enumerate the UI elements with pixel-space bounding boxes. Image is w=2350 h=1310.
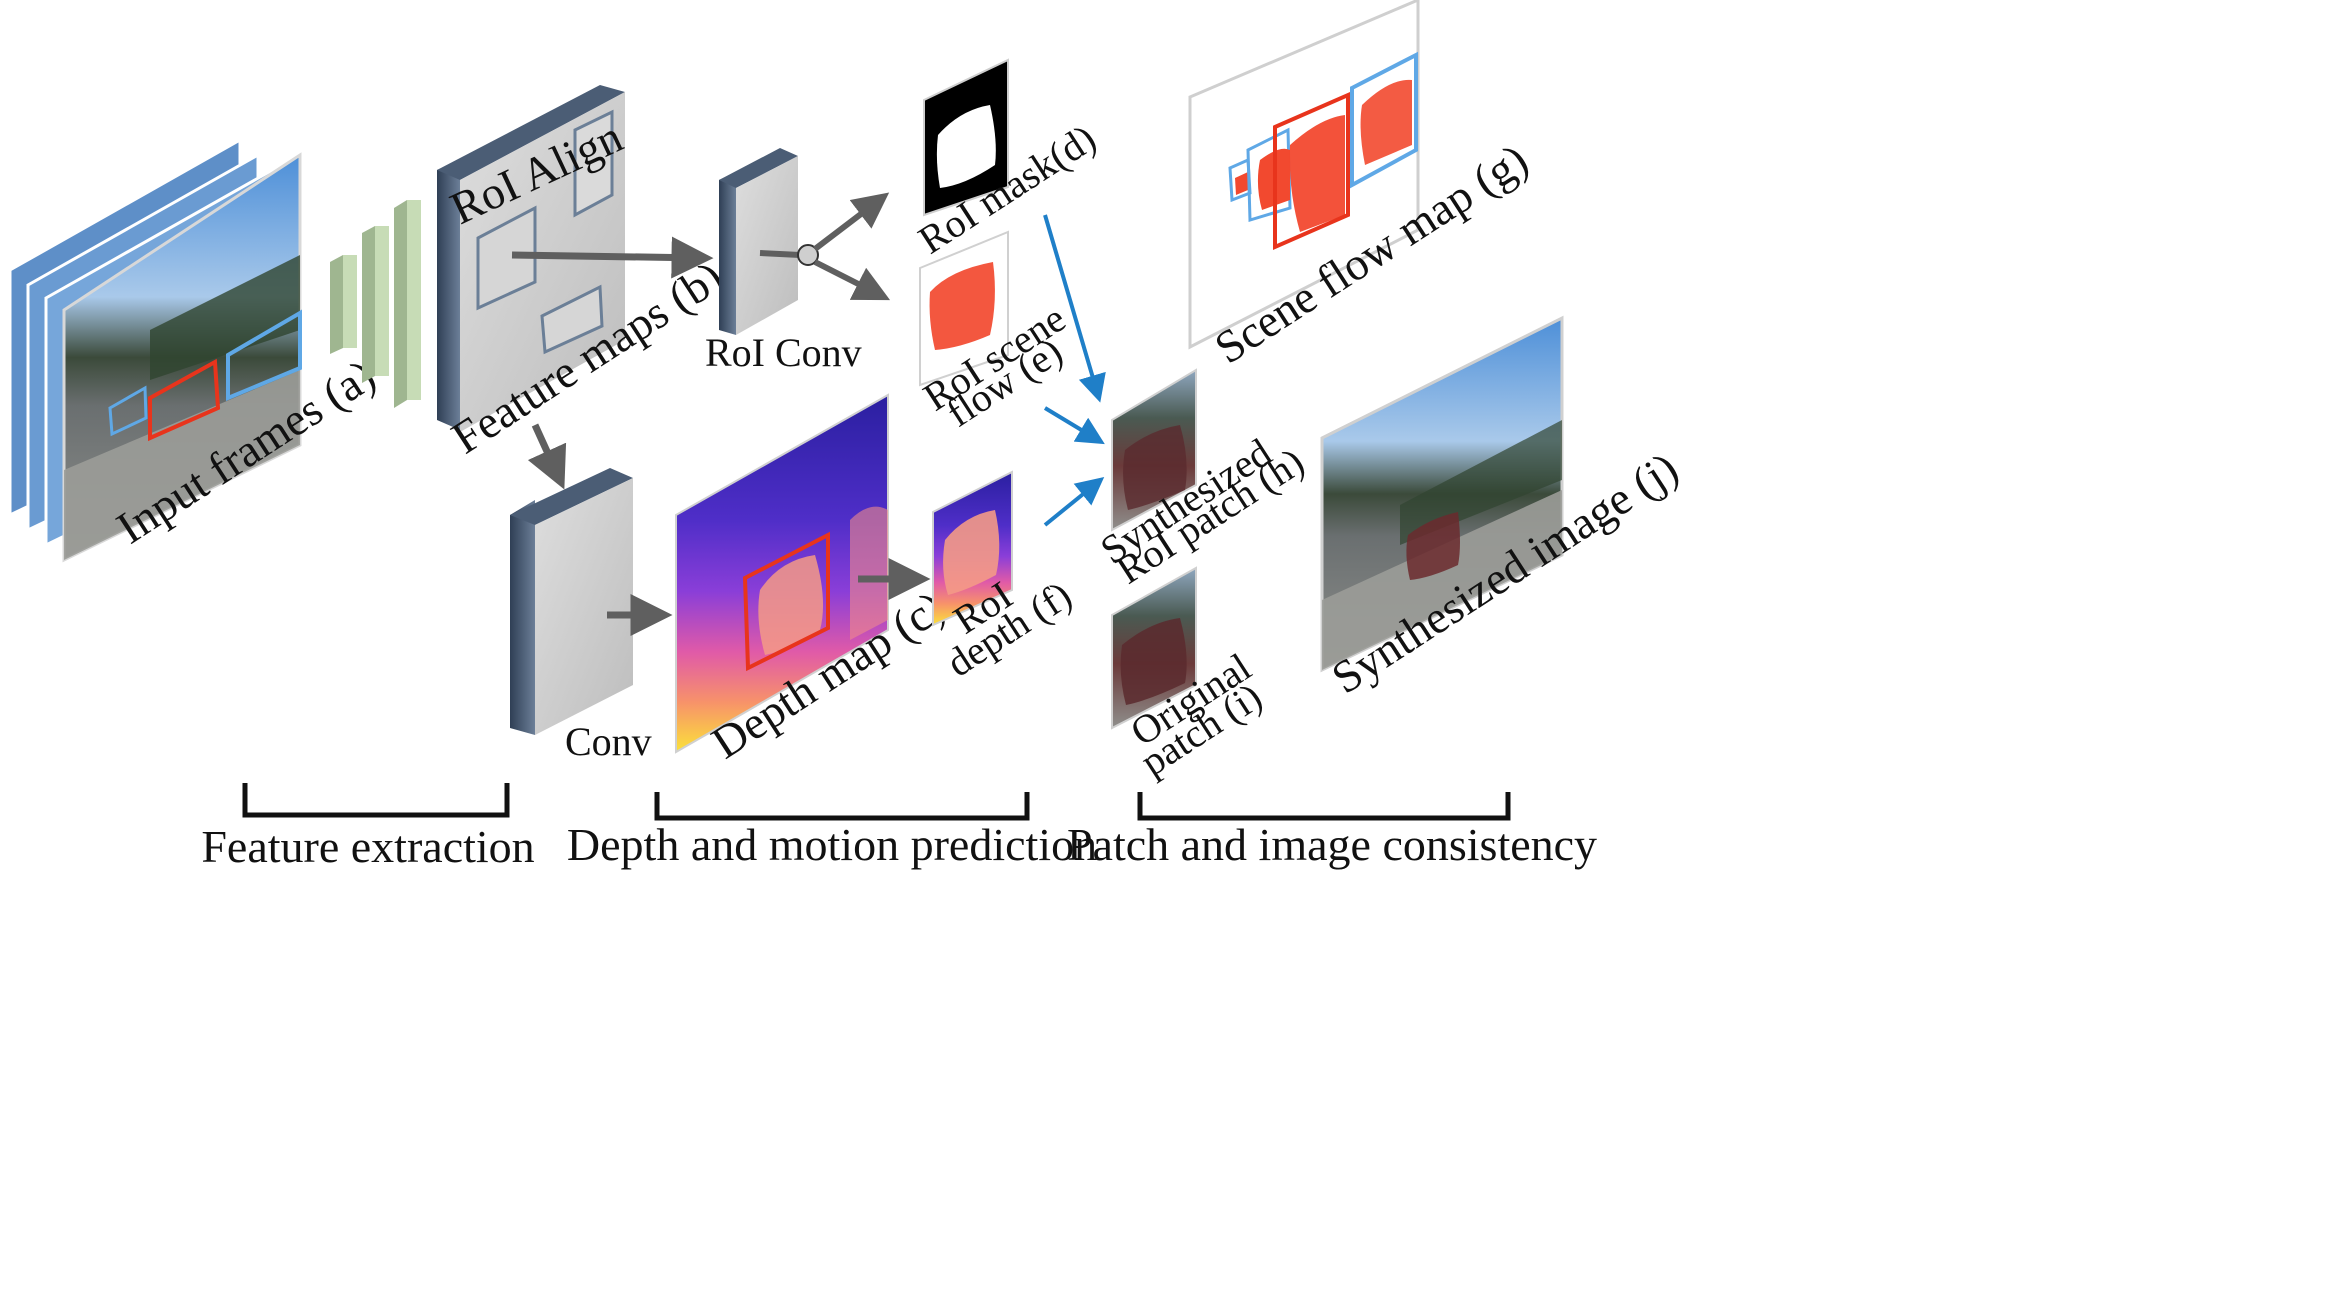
conv-block: [510, 468, 633, 735]
blue-arrow-from-mask: [1043, 214, 1106, 403]
input-frames-stack: [8, 137, 302, 563]
arrow-to-conv: [527, 423, 567, 490]
section-bracket-feature-extraction: [242, 783, 510, 818]
arrow-to-roi-conv: [511, 236, 714, 279]
roi-conv-block: [719, 148, 798, 335]
roi-depth-image: [932, 470, 1013, 627]
blue-arrow-from-depth: [1043, 476, 1105, 527]
feature-maps-block: [437, 85, 625, 432]
roi-mask-image: [923, 58, 1009, 217]
conv-label: Conv: [565, 719, 652, 764]
section-bracket-depth-motion: [654, 792, 1030, 821]
original-patch-image: [1111, 566, 1197, 730]
synthesized-image: [1320, 315, 1564, 673]
depth-map-image: [675, 393, 889, 754]
section-bracket-consistency: [1137, 792, 1511, 821]
arrow-to-roi-flow: [813, 259, 891, 301]
synthesized-patch-image: [1111, 368, 1197, 532]
scene-flow-map-image: [1188, 0, 1420, 350]
splitter-node: [797, 244, 819, 266]
blue-arrow-from-flow: [1043, 406, 1105, 445]
roi-conv-label: RoI Conv: [705, 330, 862, 375]
section-depth-motion: Depth and motion prediction: [567, 819, 1097, 870]
feature-layers: [330, 200, 421, 408]
roi-scene-flow-image: [919, 230, 1009, 387]
splitter-line: [759, 250, 801, 258]
section-feature-extraction: Feature extraction: [201, 821, 534, 872]
arrow-to-roi-mask: [813, 192, 890, 252]
section-consistency: Patch and image consistency: [1067, 819, 1597, 870]
